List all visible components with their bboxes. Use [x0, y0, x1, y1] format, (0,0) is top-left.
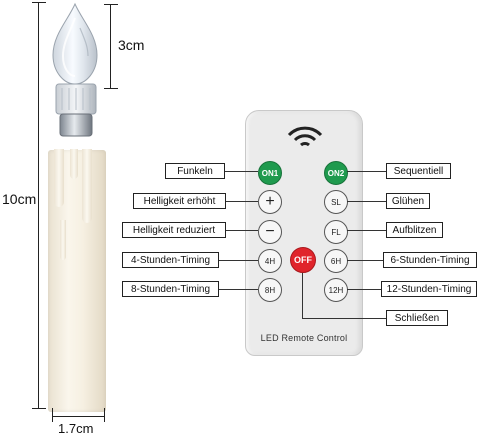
candle-body — [48, 149, 106, 412]
timer-8h-button[interactable]: 8H — [258, 278, 282, 302]
bulb-height-label: 3cm — [118, 37, 145, 53]
on2-button[interactable]: ON2 — [324, 161, 348, 185]
candle-dimension-tick-top — [32, 2, 46, 3]
width-dimension-tick-left — [52, 408, 53, 422]
on1-button[interactable]: ON1 — [258, 161, 282, 185]
wax-drip — [54, 149, 64, 207]
timer-6h-button[interactable]: 6H — [324, 249, 348, 273]
connector-helligkeit-erhoeht — [226, 201, 258, 202]
connector-schliessen — [302, 318, 386, 319]
connector-schliessen-vertical — [302, 273, 303, 318]
connector-sequentiell — [347, 171, 386, 172]
label-timing-6: 6-Stunden-Timing — [383, 252, 477, 268]
connector-timing-8 — [219, 289, 258, 290]
label-timing-4: 4-Stunden-Timing — [122, 252, 219, 268]
brightness-plus-button[interactable]: + — [258, 190, 282, 214]
connector-timing-4 — [219, 260, 258, 261]
label-helligkeit-erhoeht: Helligkeit erhöht — [133, 193, 226, 209]
fl-button[interactable]: FL — [324, 220, 348, 244]
timer-12h-button[interactable]: 12H — [324, 278, 348, 302]
wax-drip — [60, 220, 66, 260]
connector-aufblitzen — [347, 230, 386, 231]
wax-drip — [70, 149, 78, 179]
bulb-dimension-tick-bottom — [104, 88, 118, 89]
width-dimension-tick-right — [104, 408, 105, 422]
label-funkeln: Funkeln — [165, 163, 225, 179]
timer-4h-button[interactable]: 4H — [258, 249, 282, 273]
label-timing-12: 12-Stunden-Timing — [381, 281, 477, 297]
remote-brand-label: LED Remote Control — [260, 333, 348, 343]
connector-timing-6 — [347, 260, 383, 261]
candle-height-label: 10cm — [2, 191, 37, 207]
label-helligkeit-reduziert: Helligkeit reduziert — [122, 222, 226, 238]
off-button[interactable]: OFF — [290, 247, 316, 273]
wireless-signal-icon — [287, 126, 323, 147]
connector-timing-12 — [347, 289, 381, 290]
label-gluehen: Glühen — [386, 193, 430, 209]
led-bulb-image — [38, 0, 128, 140]
candle-width-dimension-line — [52, 416, 104, 417]
sl-button[interactable]: SL — [324, 190, 348, 214]
brightness-minus-button[interactable]: − — [258, 220, 282, 244]
connector-gluehen — [347, 201, 386, 202]
connector-helligkeit-reduziert — [226, 230, 258, 231]
label-schliessen: Schließen — [386, 310, 448, 326]
candle-width-label: 1.7cm — [58, 421, 94, 436]
candle-height-dimension-line — [38, 2, 39, 408]
label-sequentiell: Sequentiell — [386, 163, 451, 179]
candle-dimension-tick-bottom — [32, 408, 46, 409]
bulb-dimension-tick-top — [104, 4, 118, 5]
label-timing-8: 8-Stunden-Timing — [122, 281, 219, 297]
label-aufblitzen: Aufblitzen — [386, 222, 443, 238]
connector-funkeln — [225, 171, 258, 172]
bulb-dimension-line — [110, 4, 111, 88]
remote-control: ON1 ON2 + SL − FL 4H OFF 6H 8H 12H LED R… — [245, 110, 363, 356]
wax-drip — [82, 149, 92, 223]
